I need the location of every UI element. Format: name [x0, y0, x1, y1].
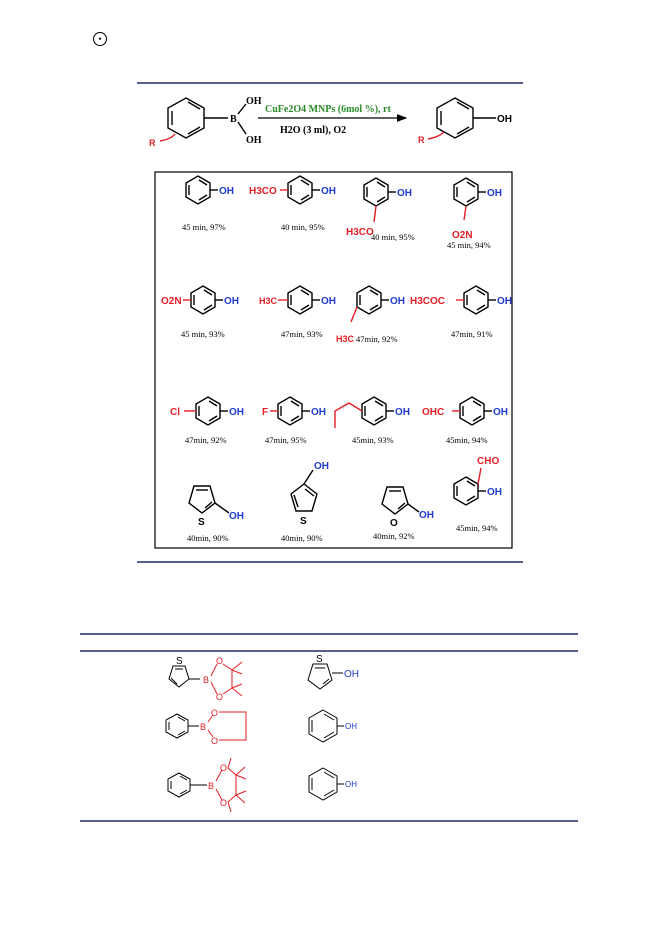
table-row-1-ring: [210, 661, 243, 697]
table-row-3-product: [308, 767, 344, 801]
product-9-left: Cl: [170, 407, 180, 418]
product-13-hetero: S: [198, 517, 205, 528]
table-row-2-product-oh: OH: [345, 722, 357, 731]
product-5-oh: OH: [224, 296, 239, 307]
product-12-structure: [452, 396, 492, 426]
product-11-structure: [334, 396, 394, 428]
product-7-caption: 47min, 92%: [356, 334, 398, 344]
table-row-2-product: [308, 709, 344, 743]
product-1-structure: [185, 175, 218, 205]
table-row-1-ester-o2: O: [216, 692, 223, 702]
product-13-structure: [188, 485, 230, 514]
table-row-3-ester: [167, 772, 207, 798]
table-row-3-ester-b: B: [208, 781, 214, 791]
product-2-structure: [280, 175, 320, 205]
product-14-caption: 40min, 90%: [281, 533, 323, 543]
products-frame: [154, 171, 513, 549]
product-9-caption: 47min, 92%: [185, 435, 227, 445]
sm-oh-bottom: OH: [246, 135, 262, 146]
product-4-sub: O2N: [452, 230, 473, 241]
product-6-structure: [278, 285, 320, 315]
product-4-caption: 45 min, 94%: [447, 240, 491, 250]
product-2-left: H3CO: [249, 186, 277, 197]
product-12-oh: OH: [493, 407, 508, 418]
starting-material: [159, 97, 247, 142]
product-1-oh: OH: [219, 186, 234, 197]
table-row-2-ester-b: B: [200, 722, 206, 732]
product-phenol: [427, 97, 496, 140]
sm-substituent: R: [149, 138, 156, 148]
product-15-structure: [381, 486, 420, 515]
table-row-1-ester: [168, 665, 200, 688]
table-row-1-product-oh: OH: [344, 669, 359, 680]
product-9-structure: [184, 396, 228, 426]
product-10-caption: 47min, 95%: [265, 435, 307, 445]
product-oh: OH: [497, 114, 512, 125]
product-5-structure: [183, 285, 223, 315]
product-1-caption: 45 min, 97%: [182, 222, 226, 232]
sm-oh-top: OH: [246, 96, 262, 107]
product-7-oh: OH: [390, 296, 405, 307]
product-8-structure: [456, 285, 496, 315]
product-6-oh: OH: [321, 296, 336, 307]
table-row-3-product-oh: OH: [345, 780, 357, 789]
product-11-oh: OH: [395, 407, 410, 418]
product-14-hetero: S: [300, 516, 307, 527]
sm-boron: B: [230, 114, 237, 125]
product-3-oh: OH: [397, 188, 412, 199]
table-row-1-ester-s: S: [176, 656, 183, 667]
table-row-1-product-s: S: [316, 654, 323, 665]
table-row-2-ester-o1: O: [211, 708, 218, 718]
reagent-top: CuFe2O4 MNPs (6mol %), rt: [265, 104, 391, 115]
product-6-left: H3C: [259, 296, 278, 306]
product-5-left: O2N: [161, 296, 182, 307]
product-3-caption: 40 min, 95%: [371, 232, 415, 242]
product-9-oh: OH: [229, 407, 244, 418]
product-3-structure: [363, 177, 396, 223]
product-13-oh: OH: [229, 511, 244, 522]
table-row-2-ester: [165, 713, 199, 739]
product-11-caption: 45min, 93%: [352, 435, 394, 445]
product-2-caption: 40 min, 95%: [281, 222, 325, 232]
product-4-oh: OH: [487, 188, 502, 199]
product-2-oh: OH: [321, 186, 336, 197]
page-marker: ⊕ •: [93, 32, 107, 46]
page-marker-dot: •: [98, 34, 102, 44]
product-16-top: CHO: [477, 456, 499, 467]
product-16-caption: 45min, 94%: [456, 523, 498, 533]
table-row-3-ester-o2: O: [220, 798, 227, 808]
product-13-caption: 40min, 90%: [187, 533, 229, 543]
product-7-structure: [350, 285, 389, 323]
table-row-3-ester-o1: O: [220, 763, 227, 773]
table-row-2-ring: [207, 711, 247, 741]
product-6-caption: 47min, 93%: [281, 329, 323, 339]
product-7-sub: H3C: [336, 334, 355, 344]
product-4-structure: [453, 177, 486, 221]
product-5-caption: 45 min, 93%: [181, 329, 225, 339]
table-row-1-ester-b: B: [203, 675, 209, 685]
product-10-oh: OH: [311, 407, 326, 418]
product-14-structure: [290, 469, 318, 512]
table-row-3-ring: [215, 757, 247, 813]
product-8-oh: OH: [497, 296, 512, 307]
product-14-oh: OH: [314, 461, 329, 472]
product-3-sub: H3CO: [346, 227, 374, 238]
product-12-caption: 45min, 94%: [446, 435, 488, 445]
product-15-oh: OH: [419, 510, 434, 521]
product-16-oh: OH: [487, 487, 502, 498]
product-12-left: OHC: [422, 407, 444, 418]
product-10-left: F: [262, 407, 268, 418]
table-row-2-ester-o2: O: [211, 736, 218, 746]
product-15-caption: 40min, 92%: [373, 531, 415, 541]
product-8-caption: 47min, 91%: [451, 329, 493, 339]
product-substituent: R: [418, 135, 425, 145]
product-16-structure: [453, 467, 486, 506]
product-10-structure: [270, 396, 310, 426]
product-15-hetero: O: [390, 518, 398, 529]
table-row-1-ester-o1: O: [216, 656, 223, 666]
reagent-bottom: H2O (3 ml), O2: [280, 125, 346, 136]
table-row-1-product: [307, 663, 343, 690]
product-8-left: H3COC: [410, 296, 445, 307]
